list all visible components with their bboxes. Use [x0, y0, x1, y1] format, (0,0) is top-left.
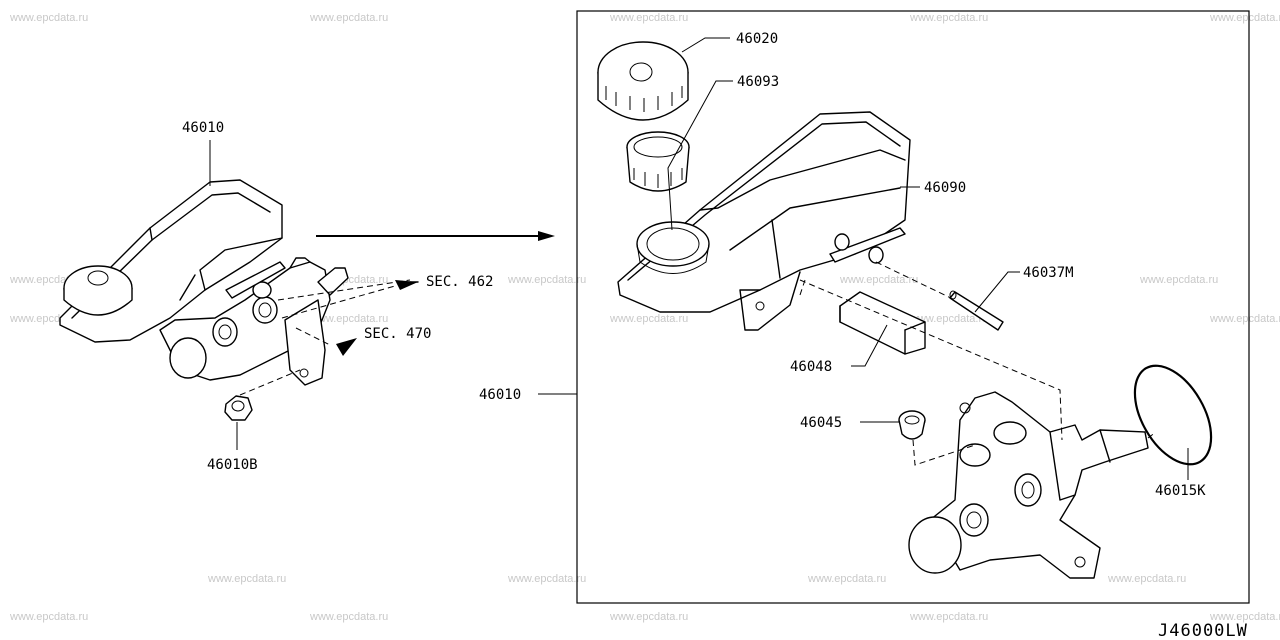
watermark-text: www.epcdata.ru [507, 573, 586, 585]
watermark-text: www.epcdata.ru [9, 12, 88, 24]
watermark-text: www.epcdata.ru [1209, 611, 1280, 623]
watermark-text: www.epcdata.ru [1209, 313, 1280, 325]
nut-46010b [224, 395, 253, 421]
label-46020: 46020 [736, 31, 778, 47]
label-46045: 46045 [800, 415, 842, 431]
label-46010-right: 46010 [479, 387, 521, 403]
watermark-text: www.epcdata.ru [1139, 274, 1218, 286]
watermark-text: www.epcdata.ru [839, 274, 918, 286]
watermark-text: www.epcdata.ru [609, 12, 688, 24]
watermark-text: www.epcdata.ru [9, 611, 88, 623]
watermark-text: www.epcdata.ru [1209, 12, 1280, 24]
watermark-text: www.epcdata.ru [807, 573, 886, 585]
watermark-text: www.epcdata.ru [309, 313, 388, 325]
label-46093: 46093 [737, 74, 779, 90]
label-46010b: 46010B [207, 457, 258, 473]
reservoir-tank-46090 [617, 111, 911, 331]
watermark-text: www.epcdata.ru [909, 611, 988, 623]
strainer-46093 [626, 131, 690, 192]
reservoir-cap-46020 [597, 41, 689, 121]
label-46037m: 46037M [1023, 265, 1074, 281]
watermark-text: www.epcdata.ru [909, 12, 988, 24]
seal-46048 [839, 291, 926, 355]
label-sec-462: SEC. 462 [426, 274, 493, 290]
watermark-text: www.epcdata.ru [909, 313, 988, 325]
watermark-text: www.epcdata.ru [309, 611, 388, 623]
watermark-text: www.epcdata.ru [1107, 573, 1186, 585]
label-46015k: 46015K [1155, 483, 1206, 499]
master-cylinder-assembly-left [59, 179, 349, 386]
watermark-text: www.epcdata.ru [507, 274, 586, 286]
watermark-text: www.epcdata.ru [309, 12, 388, 24]
watermark-text: www.epcdata.ru [609, 611, 688, 623]
watermark-text: www.epcdata.ru [207, 573, 286, 585]
exploded-view-frame [576, 10, 1250, 604]
diagram-code: J46000LW [1158, 621, 1248, 640]
label-46090: 46090 [924, 180, 966, 196]
watermark-text: www.epcdata.ru [609, 313, 688, 325]
grommet-46045 [898, 410, 926, 440]
label-sec-470: SEC. 470 [364, 326, 431, 342]
label-46048: 46048 [790, 359, 832, 375]
label-46010-left: 46010 [182, 120, 224, 136]
o-ring-46015k [1133, 364, 1213, 466]
master-cylinder-body [908, 391, 1149, 579]
